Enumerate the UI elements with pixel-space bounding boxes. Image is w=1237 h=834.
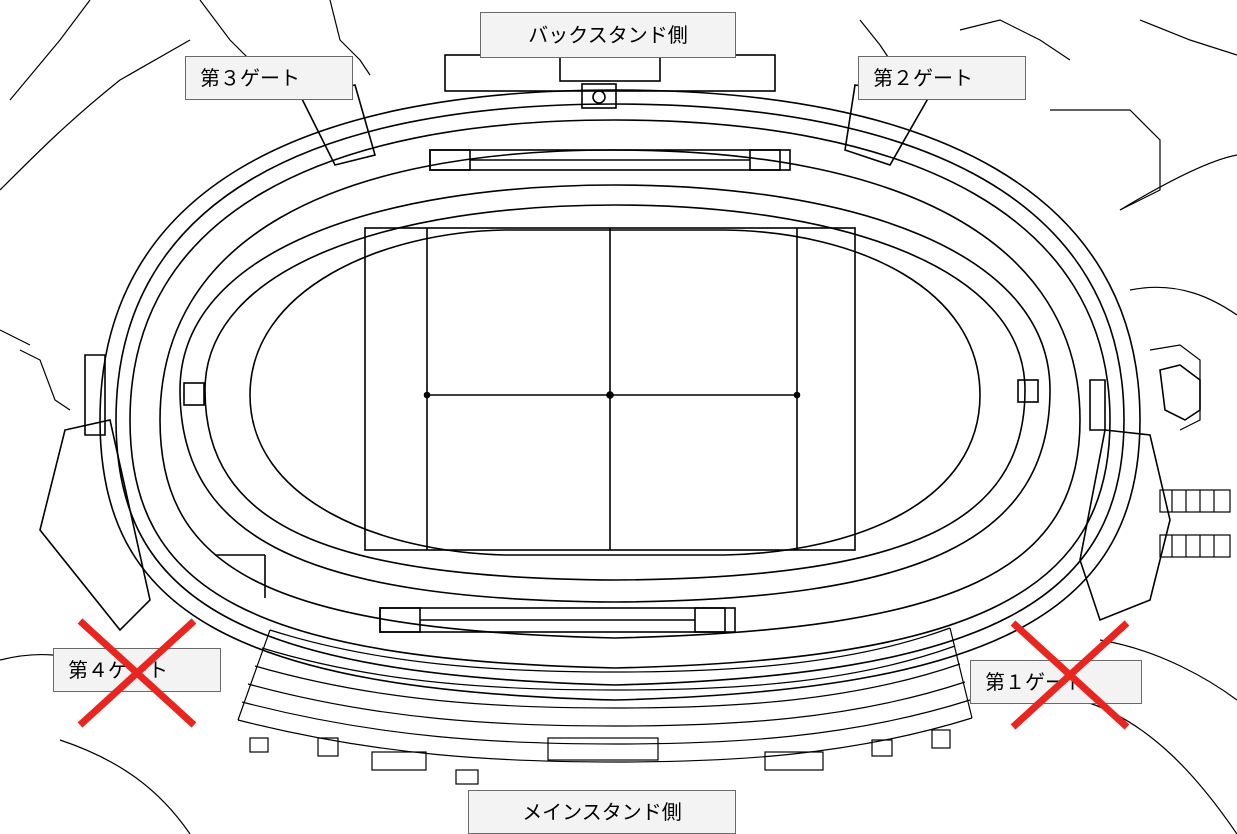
back-stand-building	[444, 54, 776, 109]
gate-1-closed-x-icon	[1010, 620, 1130, 730]
gate-2-label: 第２ゲート	[858, 56, 1026, 100]
back-stand-label: バックスタンド側	[480, 12, 736, 58]
gate-3-label: 第３ゲート	[185, 56, 353, 100]
main-stand-seating	[237, 627, 973, 785]
gate-4-closed-x-icon	[77, 618, 197, 728]
running-track	[179, 184, 1051, 603]
playing-field	[183, 227, 1039, 551]
screen-units	[379, 149, 791, 633]
parking-bays	[1159, 489, 1231, 558]
stadium-outer-structure	[39, 84, 1171, 701]
main-stand-label: メインスタンド側	[468, 790, 736, 834]
side-building-right	[1159, 364, 1201, 421]
